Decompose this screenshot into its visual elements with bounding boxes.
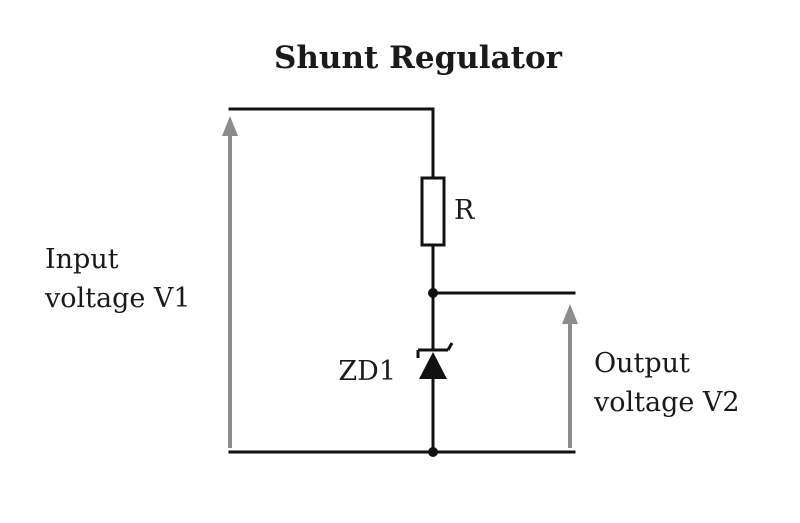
diagram-title: Shunt Regulator: [274, 40, 563, 76]
input-voltage-label-line2: voltage V1: [44, 283, 191, 314]
resistor-label: R: [454, 195, 475, 226]
zener-triangle: [419, 352, 447, 379]
zener-label: ZD1: [338, 356, 396, 387]
input-voltage-label-line1: Input: [45, 244, 119, 275]
zener-cathode-tail-right: [446, 342, 454, 351]
resistor-r: [420, 176, 446, 247]
output-voltage-arrow: [562, 304, 578, 448]
output-voltage-label-line1: Output: [594, 348, 690, 379]
input-voltage-arrow: [222, 116, 238, 448]
output-voltage-label-line2: voltage V2: [593, 387, 740, 418]
zener-diode-zd1: [416, 342, 454, 379]
junction-dot-bottom: [428, 447, 438, 457]
